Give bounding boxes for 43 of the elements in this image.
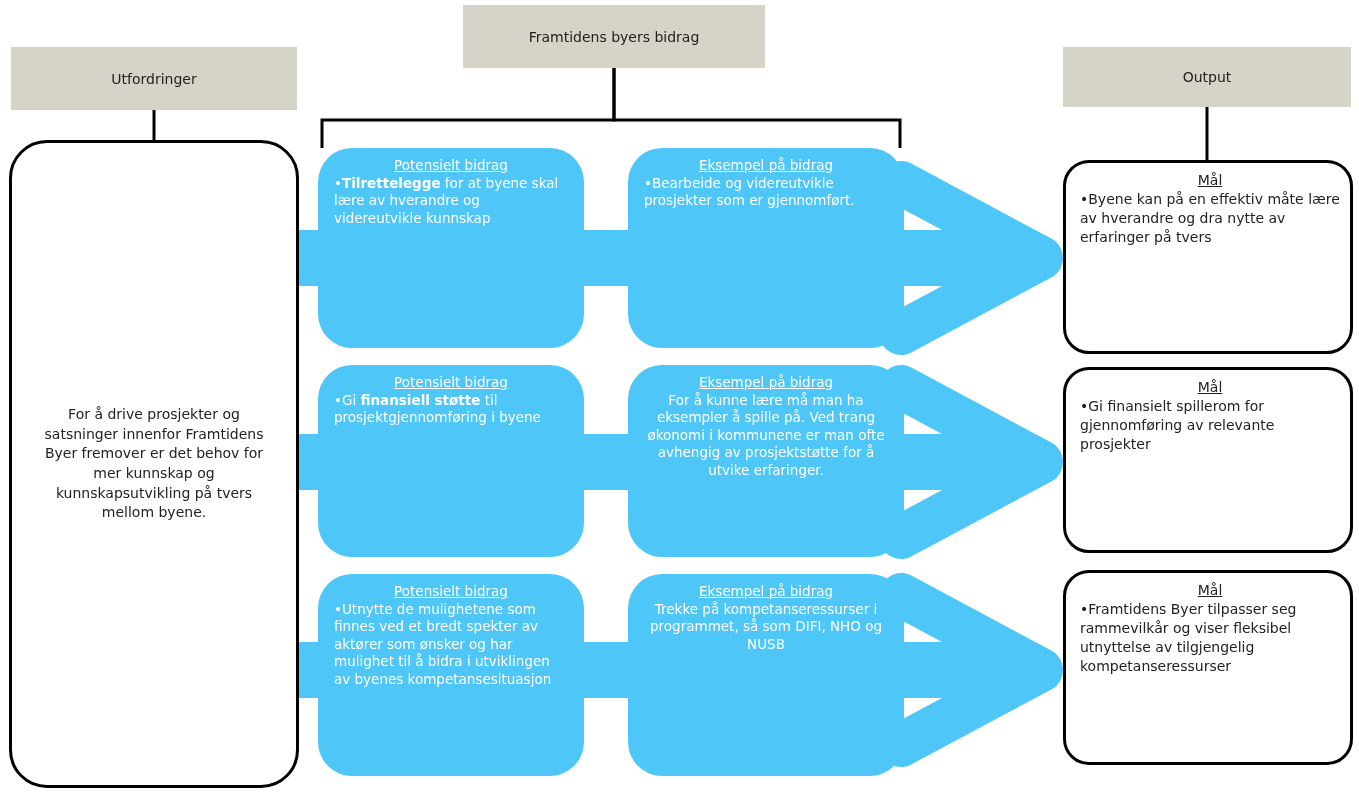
box-heading: Eksempel på bidrag — [697, 374, 835, 392]
box-heading: Mål — [1196, 581, 1224, 600]
connector-line — [612, 68, 902, 148]
connector-band — [299, 230, 318, 286]
goal-box — [1063, 367, 1353, 553]
box-text: •Utnytte de mulighetene som finnes ved et bredt spekter av aktører som ønsker og har mulighet til å bidra i utviklingen av byenes kompetansesituasjon — [334, 600, 553, 689]
contribution-box — [318, 365, 584, 557]
box-text: •Byene kan på en effektiv måte lære av hverandre og dra nytte av erfaringer på tvers — [1080, 189, 1340, 247]
column-header — [11, 47, 297, 110]
box-text: For å kunne lære må man ha eksempler å spille på. Ved trang økonomi i kommunene er man ofte avhengig av prosjektstøtte for å utvike erfaringer. — [646, 391, 886, 480]
connector-line — [152, 110, 156, 140]
connector-band — [584, 642, 628, 698]
box-heading: Eksempel på bidrag — [697, 583, 835, 601]
box-text: •Bearbeide og videreutvikle prosjekter som er gjennomført. — [644, 174, 856, 210]
connector-band — [584, 434, 628, 490]
box-text: •Gi finansiell støtte til prosjektgjennomføring i byene — [334, 391, 542, 427]
contribution-box — [628, 574, 904, 776]
box-heading: Potensielt bidrag — [393, 583, 509, 601]
header-text: Framtidens byers bidrag — [528, 28, 700, 45]
header-text: Utfordringer — [111, 70, 197, 87]
connector-band — [299, 434, 318, 490]
box-heading: Mål — [1196, 171, 1224, 190]
box-text: For å drive prosjekter og satsninger innenfor Framtidens Byer fremover er det behov for mer kunnskap og kunnskapsutvikling på tvers mellom byene. — [43, 405, 265, 523]
box-heading: Potensielt bidrag — [393, 374, 509, 392]
challenge-box — [9, 140, 299, 788]
box-heading: Potensielt bidrag — [393, 157, 509, 175]
box-text: •Tilrettelegge for at byene skal lære av hverandre og videreutvikle kunnskap — [334, 174, 560, 228]
column-header — [463, 5, 765, 68]
box-text: Trekke på kompetanseressurser i programmet, så som DIFI, NHO og NUSB — [649, 600, 883, 654]
connector-band — [584, 230, 628, 286]
contribution-box — [628, 365, 904, 557]
box-heading: Eksempel på bidrag — [697, 157, 835, 175]
goal-box — [1063, 160, 1353, 354]
contribution-box — [628, 148, 904, 348]
box-text: •Gi finansielt spillerom for gjennomføring av relevante prosjekter — [1080, 396, 1276, 454]
box-heading: Mål — [1196, 378, 1224, 397]
header-text: Output — [1182, 69, 1232, 85]
box-text: •Framtidens Byer tilpasser seg rammevilkår og viser fleksibel utnyttelse av tilgjengelig kompetanseressurser — [1080, 599, 1298, 676]
goal-box — [1063, 570, 1353, 765]
contribution-box — [318, 574, 584, 776]
column-header — [1063, 47, 1351, 107]
contribution-box — [318, 148, 584, 348]
connector-line — [1205, 107, 1209, 160]
